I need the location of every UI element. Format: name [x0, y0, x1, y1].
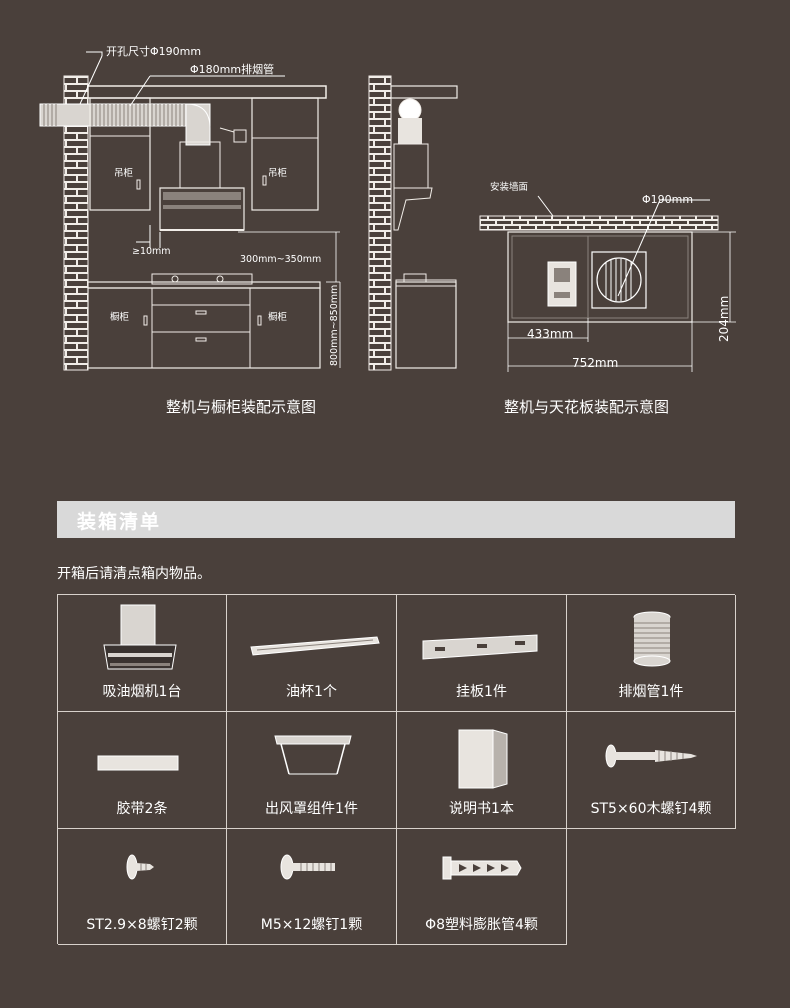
packing-list-title: 装箱清单 [77, 511, 162, 533]
inner-width-label: 433mm [527, 327, 573, 341]
hood-chimney [179, 141, 221, 189]
counter-height-label: 800mm~850mm [329, 285, 340, 366]
list-item: 胶带2条 [58, 712, 227, 829]
list-item-label: ST5×60木螺钉4颗 [590, 801, 712, 817]
packing-list-header: 装箱清单 [57, 501, 735, 538]
manual-icon [458, 729, 508, 789]
list-item: 挂板1件 [397, 595, 567, 712]
pipe-label: Φ180mm排烟管 [190, 62, 274, 76]
diameter-label: Φ190mm [642, 193, 693, 206]
outlet-grill [591, 251, 647, 309]
list-item: M5×12螺钉1颗 [227, 829, 397, 945]
list-item: 说明书1本 [397, 712, 567, 829]
ceiling-slab [87, 85, 327, 99]
ceiling-unit-box [507, 231, 693, 323]
list-item-label: 胶带2条 [116, 801, 168, 817]
side-brick-wall [368, 75, 392, 371]
hanging-plate-icon [422, 634, 538, 660]
upper-cabinet-right-label: 吊柜 [268, 167, 288, 179]
hole-size-label: 开孔尺寸Φ190mm [106, 44, 201, 58]
ceiling-brick-wall [479, 215, 719, 231]
ceiling-assembly-diagram: 安装墙面 Φ190mm 433mm 752mm [479, 181, 736, 372]
wood-screw-icon [605, 744, 697, 768]
small-screw-icon [126, 854, 154, 880]
cabinet-assembly-diagram: 开孔尺寸Φ190mm Φ180mm排烟管 吊柜 吊柜 ≥10mm 300mm~3… [39, 44, 341, 371]
list-item-label: 出风罩组件1件 [265, 801, 358, 817]
list-item: 排烟管1件 [567, 595, 736, 712]
upper-cabinet-left-label: 吊柜 [114, 167, 134, 179]
oil-cup-icon [250, 636, 380, 656]
counter [87, 281, 321, 289]
list-item: ST2.9×8螺钉2颗 [58, 829, 227, 945]
list-item-label: 吸油烟机1台 [102, 684, 182, 700]
list-item: 油杯1个 [227, 595, 397, 712]
packing-intro: 开箱后请清点箱内物品。 [57, 566, 211, 582]
list-item-label: ST2.9×8螺钉2颗 [86, 917, 198, 933]
hood-height-label: 300mm~350mm [240, 254, 321, 265]
wall-label: 安装墙面 [490, 181, 528, 193]
lower-cabinet [87, 287, 321, 369]
upper-cabinet-right [251, 97, 319, 211]
cabinet-diagram-caption: 整机与橱柜装配示意图 [166, 398, 317, 416]
list-item-label: 排烟管1件 [618, 684, 684, 700]
list-item-label: Φ8塑料膨胀管4颗 [425, 917, 538, 933]
installation-diagrams: 开孔尺寸Φ190mm Φ180mm排烟管 吊柜 吊柜 ≥10mm 300mm~3… [39, 44, 736, 372]
lower-cabinet-right-label: 橱柜 [268, 311, 288, 323]
height-label: 204mm [717, 296, 731, 342]
list-item-label: 挂板1件 [456, 684, 507, 700]
expansion-tube-icon [442, 856, 522, 880]
list-item-label: 油杯1个 [286, 684, 337, 700]
empty-cell [567, 829, 736, 945]
list-item-label: 说明书1本 [449, 801, 514, 817]
exhaust-pipe-icon [633, 611, 671, 667]
range-hood-icon [103, 604, 177, 670]
side-pipe-circle [398, 98, 422, 122]
ceiling-diagram-caption: 整机与天花板装配示意图 [504, 398, 670, 416]
list-item: 吸油烟机1台 [58, 595, 227, 712]
tape-icon [97, 755, 179, 771]
packing-grid: 吸油烟机1台 油杯1个 挂板1件 排烟管1件 [57, 594, 736, 945]
lower-cabinet-left-label: 橱柜 [110, 311, 130, 323]
list-item: ST5×60木螺钉4颗 [567, 712, 736, 829]
gap-label: ≥10mm [132, 246, 171, 257]
machine-screw-icon [280, 854, 335, 880]
cooktop [151, 273, 253, 285]
list-item: 出风罩组件1件 [227, 712, 397, 829]
list-item-label: M5×12螺钉1颗 [260, 917, 363, 933]
outlet-cover-icon [274, 735, 352, 775]
side-view-diagram [368, 75, 458, 371]
list-item: Φ8塑料膨胀管4颗 [397, 829, 567, 945]
outer-width-label: 752mm [572, 356, 618, 370]
